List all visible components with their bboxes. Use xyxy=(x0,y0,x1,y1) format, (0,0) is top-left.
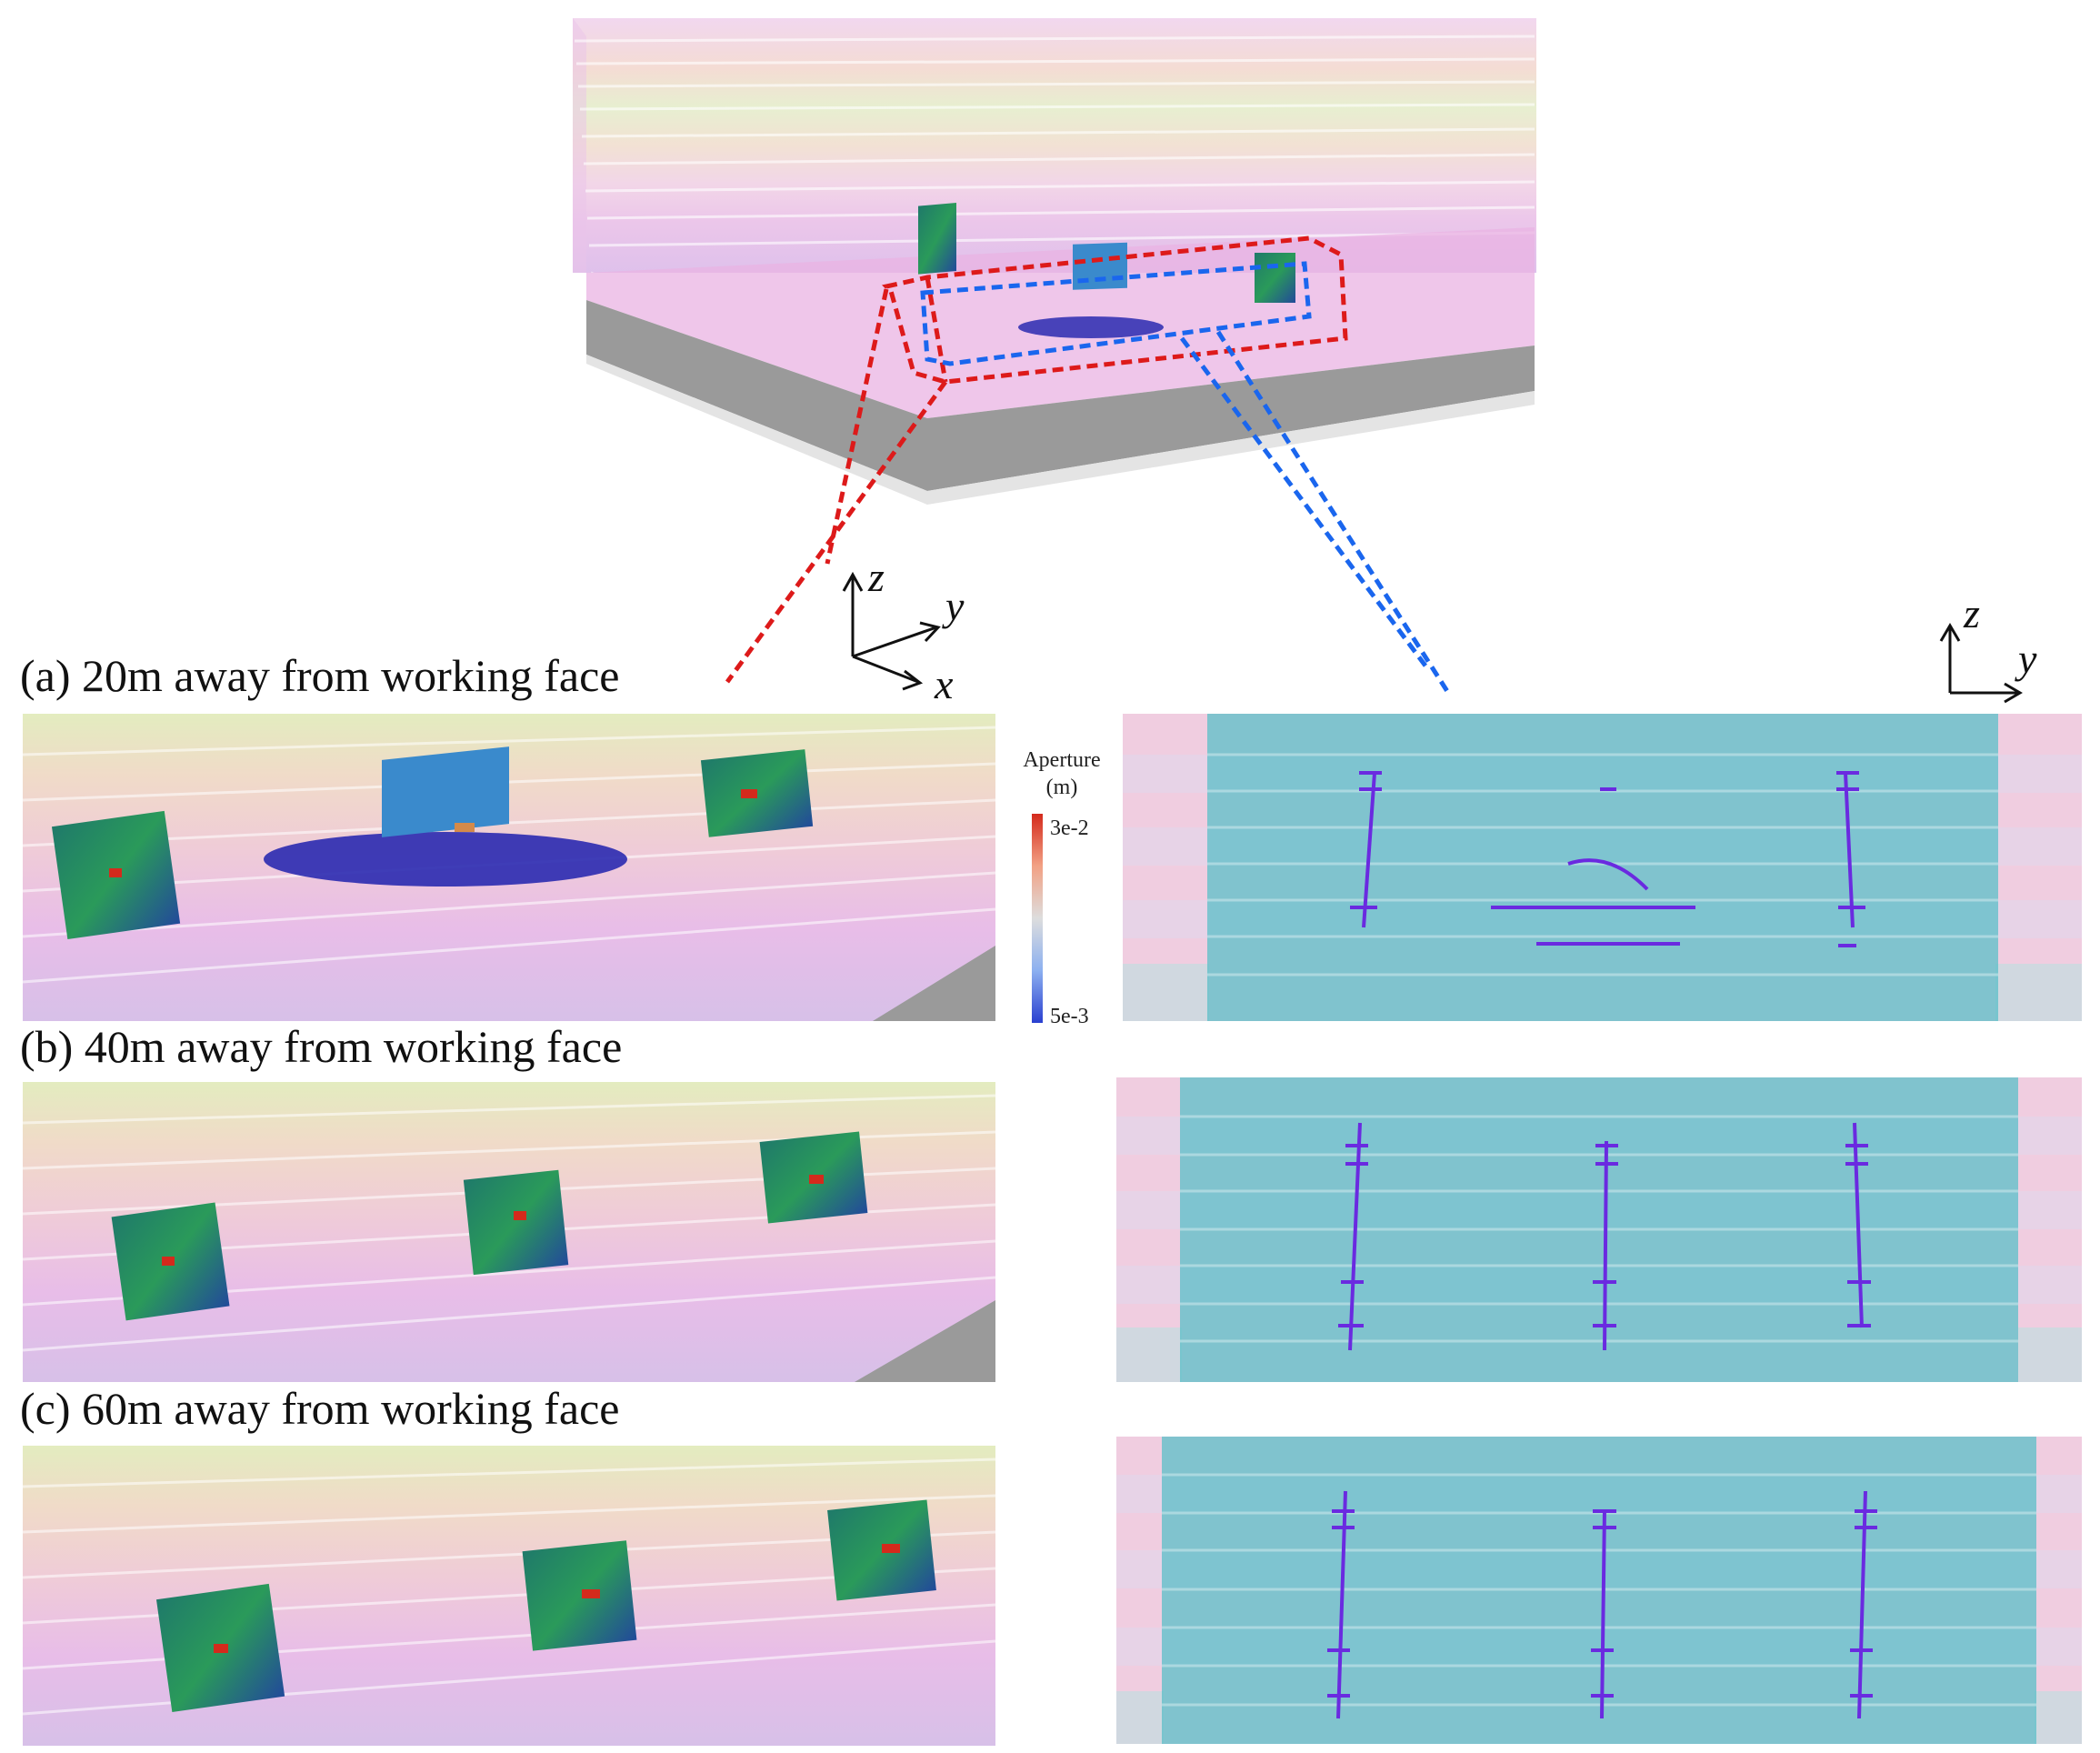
panel-c-label: (c) 60m away from working face xyxy=(20,1383,619,1434)
panel-a-3d xyxy=(22,714,996,1021)
axis-left-z: z xyxy=(867,554,885,600)
colorbar-title-1: Aperture xyxy=(1023,748,1100,772)
section-b-body xyxy=(1180,1077,2018,1382)
colorbar: Aperture (m) 3e-2 5e-3 xyxy=(1023,748,1100,1028)
axes-left xyxy=(842,571,941,691)
colorbar-max: 3e-2 xyxy=(1050,816,1089,840)
section-c-body xyxy=(1162,1437,2036,1744)
section-c xyxy=(1116,1437,2082,1744)
colorbar-ramp xyxy=(1032,814,1043,1023)
section-a-body xyxy=(1207,714,1998,1021)
colorbar-title-2: (m) xyxy=(1046,776,1078,799)
axis-left-y: y xyxy=(942,583,965,629)
overview-fractures xyxy=(918,202,1295,338)
colorbar-min: 5e-3 xyxy=(1050,1005,1089,1028)
panel-a-label: (a) 20m away from working face xyxy=(20,650,619,701)
block-floor-bottom xyxy=(586,355,1535,505)
overview-fracture-1 xyxy=(918,202,956,275)
axis-left-x: x xyxy=(934,661,954,707)
panel-a-fracture-2-base xyxy=(264,832,627,887)
panel-b-3d xyxy=(22,1082,996,1382)
section-a xyxy=(1123,714,2082,1021)
overview-fracture-3 xyxy=(1255,253,1295,303)
panel-b-label: (b) 40m away from working face xyxy=(20,1021,622,1072)
overview-fracture-2-base xyxy=(1018,316,1164,338)
blue-callout xyxy=(920,261,1453,697)
overview-block xyxy=(573,18,1536,697)
panel-a-fracture-2 xyxy=(382,746,509,837)
panel-b-fracture-2 xyxy=(463,1169,569,1276)
block-left-face xyxy=(573,18,586,273)
panel-c-3d xyxy=(22,1446,996,1746)
section-b xyxy=(1116,1077,2082,1382)
axes-right xyxy=(1939,623,2023,704)
block-floor xyxy=(586,300,1535,491)
axis-right-y: y xyxy=(2015,636,2037,682)
panel-c-fracture-2 xyxy=(522,1540,637,1651)
axis-right-z: z xyxy=(1963,590,1980,636)
